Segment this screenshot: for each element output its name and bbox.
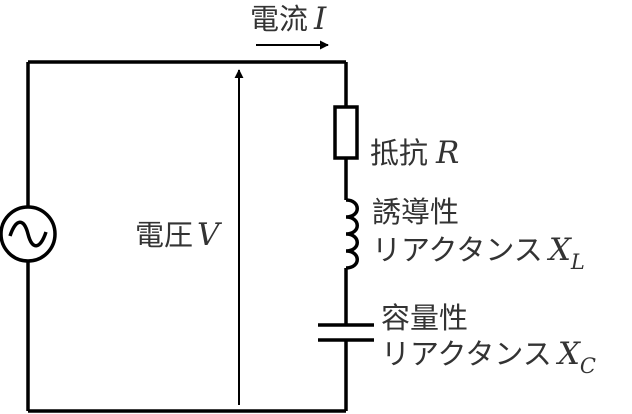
capacitor-label-line1: 容量性 <box>381 301 468 335</box>
circuit-wires <box>26 60 348 413</box>
ac-source-symbol <box>0 205 57 263</box>
sine-wave-icon <box>8 220 48 248</box>
capacitor-symbol <box>318 323 374 342</box>
resistor-symbol <box>333 105 359 160</box>
inductor-coil-symbol <box>345 198 359 270</box>
inductor-label-line1: 誘導性 <box>372 195 459 229</box>
